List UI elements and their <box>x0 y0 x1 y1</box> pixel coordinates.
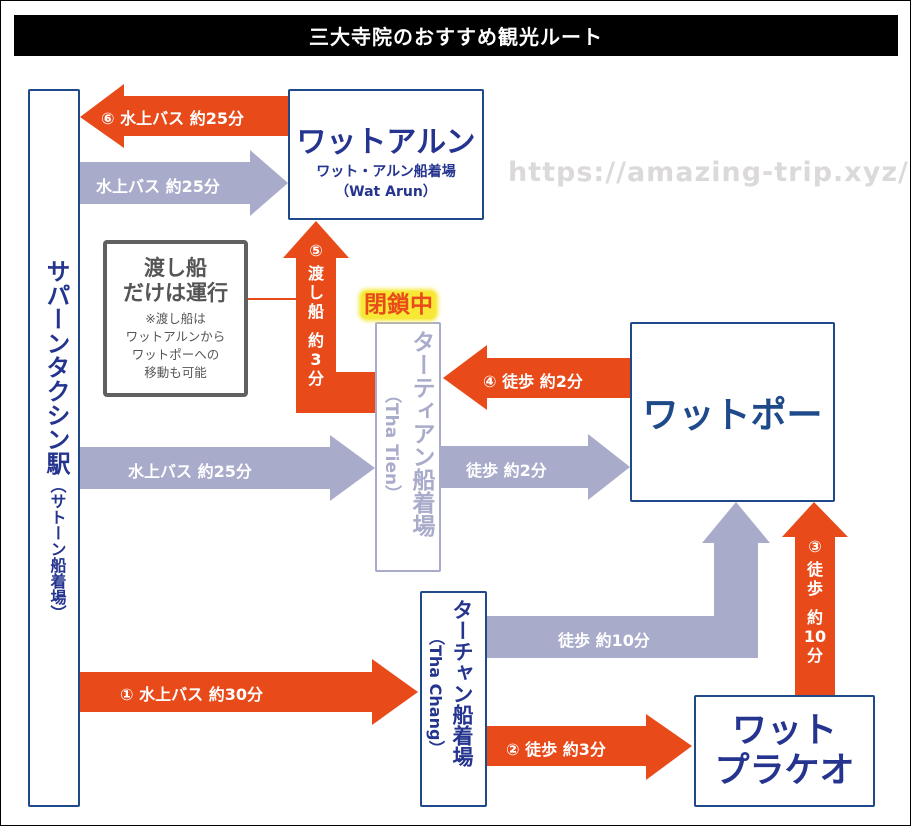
arrow-route-5 <box>283 221 376 413</box>
alt-thachang-watpho-label: 徒歩 約10分 <box>558 631 650 650</box>
arrow-route-2 <box>487 714 692 780</box>
tha-tien-name: ターティアン船着場 <box>408 330 434 537</box>
route-3-char: 歩 <box>806 579 823 598</box>
alt-saphan-watarun-label: 水上バス 約25分 <box>96 177 220 196</box>
arrow-route-4 <box>443 345 630 410</box>
closed-badge: 閉鎖中 <box>361 291 436 319</box>
wat-arun-pier: ワット・アルン船着場 <box>316 164 456 180</box>
arrow-alt-saphan-to-watarun <box>80 150 288 216</box>
route-5-char: 分 <box>307 369 324 388</box>
arrow-route-6 <box>80 84 288 148</box>
station-wat-phra-kaew: ワット プラケオ <box>694 695 875 807</box>
arrow-alt-saphan-to-thatien <box>80 435 375 501</box>
arrow-route-3 <box>782 502 848 695</box>
route-5-char: し <box>307 283 324 302</box>
arrow-alt-thachang-to-watpho <box>487 502 770 658</box>
note-heading-1: 渡し船 <box>144 256 207 280</box>
tha-chang-name: ターチャン船着場 <box>450 599 474 767</box>
page-title: 三大寺院のおすすめ観光ルート <box>14 15 898 56</box>
route-6-label: ⑥ 水上バス 約25分 <box>101 109 244 128</box>
station-saphan-taksin-sub: （サトーン船着場） <box>47 477 67 621</box>
station-wat-arun: ワットアルン ワット・アルン船着場 （Wat Arun） <box>288 89 484 220</box>
tha-tien-en: （Tha Tien） <box>381 386 401 503</box>
wat-phra-kaew-line1: ワット <box>731 711 837 751</box>
note-heading-2: だけは運行 <box>123 281 228 305</box>
route-5-char: 約 <box>307 331 324 350</box>
wat-arun-name: ワットアルン <box>296 125 476 160</box>
wat-arun-en: （Wat Arun） <box>335 184 437 200</box>
wat-phra-kaew-line2: プラケオ <box>714 751 855 791</box>
route-1-label: ① 水上バス 約30分 <box>120 685 263 704</box>
route-4-label: ④ 徒歩 約2分 <box>483 372 583 391</box>
watermark-url: https://amazing-trip.xyz/ <box>508 157 909 188</box>
route-5-char: 渡 <box>307 264 324 283</box>
route-3-char: 10 <box>803 627 827 646</box>
arrow-route-1 <box>80 659 418 725</box>
route-5-num: ⑤ <box>309 241 323 260</box>
station-tha-tien: ターティアン船着場 （Tha Tien） <box>375 322 441 572</box>
note-line-1: ※渡し船は <box>145 311 206 326</box>
route-3-num: ③ <box>808 537 822 556</box>
tha-chang-en: （Tha Chang） <box>426 629 445 757</box>
arrow-alt-thatien-to-watpho <box>441 434 630 500</box>
ferry-note-box: 渡し船 だけは運行 ※渡し船は ワットアルンから ワットポーへの 移動も可能 <box>103 240 248 397</box>
route-5-char: 船 <box>307 302 324 321</box>
route-5-char: 3 <box>310 350 322 369</box>
alt-thatien-watpho-label: 徒歩 約2分 <box>466 461 547 480</box>
route-3-label: ③ 徒 歩 約 10 分 <box>795 537 835 665</box>
station-saphan-taksin: サパーンタクシン駅 （サトーン船着場） <box>28 89 80 807</box>
route-3-char: 徒 <box>806 560 823 579</box>
route-2-label: ② 徒歩 約3分 <box>506 740 606 759</box>
note-line-4: 移動も可能 <box>144 365 207 380</box>
station-saphan-taksin-name: サパーンタクシン駅 <box>42 259 70 475</box>
route-3-char: 分 <box>806 646 823 665</box>
route-5-label: ⑤ 渡 し 船 約 3 分 <box>296 241 336 388</box>
note-line-3: ワットポーへの <box>131 347 220 362</box>
note-line-2: ワットアルンから <box>125 329 226 344</box>
wat-pho-name: ワットポー <box>642 395 823 436</box>
station-tha-chang: ターチャン船着場 （Tha Chang） <box>420 591 487 807</box>
route-3-char: 約 <box>806 608 823 627</box>
alt-saphan-thatien-label: 水上バス 約25分 <box>128 462 252 481</box>
station-wat-pho: ワットポー <box>630 322 835 502</box>
